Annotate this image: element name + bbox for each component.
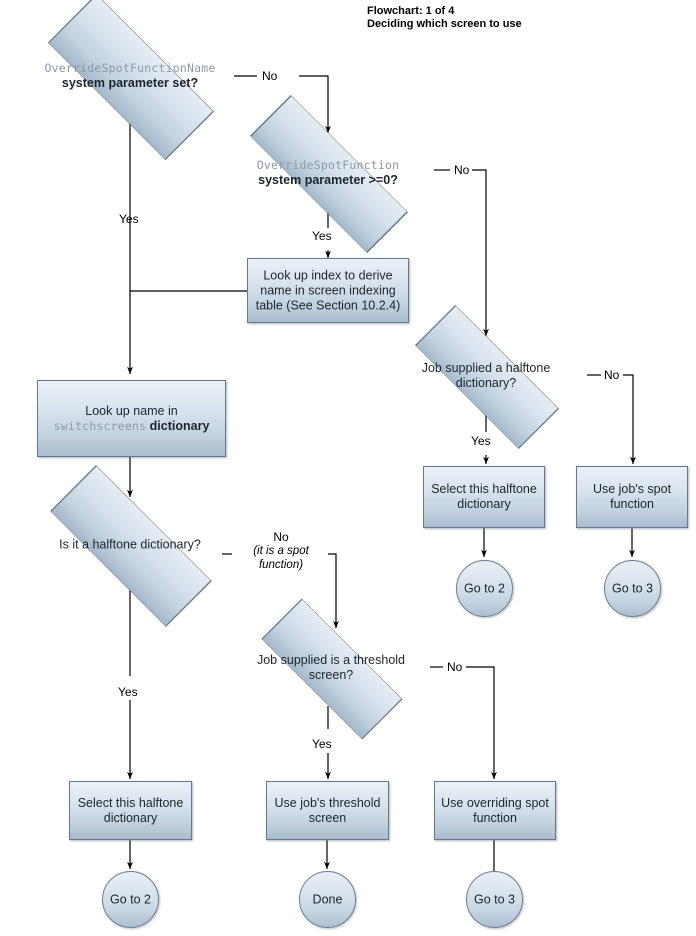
edge-label-d4-no-sub1: (it is a spot xyxy=(253,545,309,557)
edge-label-d5-yes: Yes xyxy=(312,737,332,751)
decision-override-spot-function-value[interactable]: OverrideSpotFunction system parameter >=… xyxy=(213,95,443,253)
edge-label-d3-no: No xyxy=(604,368,620,382)
terminator-label: Go to 2 xyxy=(110,892,151,906)
chart-title-line1: Flowchart: 1 of 4 xyxy=(367,5,455,17)
terminator-go-to-3-right[interactable]: Go to 3 xyxy=(604,560,661,617)
chart-title: Flowchart: 1 of 4 Deciding which screen … xyxy=(367,5,522,31)
decision-label: OverrideSpotFunctionName system paramete… xyxy=(14,61,246,91)
terminator-done[interactable]: Done xyxy=(299,871,356,928)
process-use-jobs-threshold-screen[interactable]: Use job's threshold screen xyxy=(266,781,389,840)
edge-label-d1-yes: Yes xyxy=(119,212,139,226)
edge-label-d4-no-sub2: function) xyxy=(258,559,304,571)
process-line2: switchscreens dictionary xyxy=(42,419,221,434)
process-line2: function xyxy=(610,497,654,511)
process-line2: dictionary xyxy=(457,497,511,511)
edge-label-d1-no: No xyxy=(262,69,278,83)
process-line1: Use job's spot xyxy=(592,482,672,496)
decision-label: Job supplied a halftone dictionary? xyxy=(384,361,588,391)
decision-mono-text: OverrideSpotFunctionName xyxy=(44,61,216,75)
terminator-go-to-2-bottom[interactable]: Go to 2 xyxy=(102,871,159,928)
edge-label-d2-yes: Yes xyxy=(312,229,332,243)
decision-label: OverrideSpotFunction system parameter >=… xyxy=(213,158,443,188)
process-use-overriding-spot-function[interactable]: Use overriding spot function xyxy=(434,781,556,840)
process-line3: table (See Section 10.2.4) xyxy=(255,298,401,312)
edge-label-d3-yes: Yes xyxy=(471,434,491,448)
edge-label-d2-no: No xyxy=(454,163,470,177)
process-look-up-name-switchscreens[interactable]: Look up name in switchscreens dictionary xyxy=(37,380,226,457)
process-select-this-halftone-dictionary-right[interactable]: Select this halftone dictionary xyxy=(423,466,545,528)
terminator-label: Go to 3 xyxy=(612,581,653,595)
decision-main-text: system parameter >=0? xyxy=(258,173,398,187)
process-label: Select this halftone dictionary xyxy=(424,482,544,512)
chart-title-line2: Deciding which screen to use xyxy=(367,18,522,30)
decision-main-text: system parameter set? xyxy=(61,76,199,90)
process-label: Use job's threshold screen xyxy=(267,796,388,826)
process-line1: Look up index to derive xyxy=(263,268,393,282)
terminator-go-to-3-bottom[interactable]: Go to 3 xyxy=(466,871,523,928)
terminator-label: Go to 2 xyxy=(464,581,505,595)
process-line1: Select this halftone xyxy=(77,795,184,810)
process-line1: Look up name in xyxy=(85,403,178,418)
edge-label-d4-no-main: No xyxy=(273,530,289,544)
decision-line1: Job supplied is a threshold xyxy=(256,652,405,667)
terminator-go-to-2-right[interactable]: Go to 2 xyxy=(456,560,513,617)
process-label: Select this halftone dictionary xyxy=(70,796,191,826)
decision-label: Is it a halftone dictionary? xyxy=(59,537,201,552)
edge-label-d4-yes: Yes xyxy=(118,685,138,699)
terminator-label: Done xyxy=(312,892,343,906)
decision-is-it-a-halftone-dictionary[interactable]: Is it a halftone dictionary? xyxy=(16,465,244,627)
edge-d5-no-2 xyxy=(466,666,497,780)
edge-d3-no-2 xyxy=(623,374,636,465)
decision-line1: Job supplied a halftone xyxy=(421,360,551,375)
decision-mono-text: OverrideSpotFunction xyxy=(256,158,400,172)
process-label: Use job's spot function xyxy=(577,482,687,512)
decision-job-supplied-halftone-dictionary[interactable]: Job supplied a halftone dictionary? xyxy=(384,304,588,449)
decision-line2: dictionary? xyxy=(455,375,517,390)
process-label: Use overriding spot function xyxy=(435,796,555,826)
process-label: Look up name in switchscreens dictionary xyxy=(38,404,225,434)
process-line1: Use job's threshold xyxy=(274,795,381,810)
process-line2: screen xyxy=(308,810,347,825)
process-line2: name in screen indexing xyxy=(260,283,396,297)
decision-label: Job supplied is a threshold screen? xyxy=(232,653,430,683)
decision-line2: screen? xyxy=(308,667,354,682)
decision-job-supplied-is-threshold-screen[interactable]: Job supplied is a threshold screen? xyxy=(232,597,430,740)
process-line2: dictionary xyxy=(103,810,158,825)
decision-override-spot-function-name[interactable]: OverrideSpotFunctionName system paramete… xyxy=(14,0,246,161)
process-line2-tail: dictionary xyxy=(149,418,210,433)
terminator-label: Go to 3 xyxy=(474,892,515,906)
process-look-up-index[interactable]: Look up index to derive name in screen i… xyxy=(247,258,409,323)
process-line2: function xyxy=(473,810,517,825)
process-use-jobs-spot-function[interactable]: Use job's spot function xyxy=(576,466,688,528)
edge-d2-no-2 xyxy=(472,169,489,337)
edge-label-d5-no: No xyxy=(447,660,463,674)
process-label: Look up index to derive name in screen i… xyxy=(248,268,408,313)
process-select-this-halftone-dictionary-bottom[interactable]: Select this halftone dictionary xyxy=(69,781,192,840)
process-line1: Use overriding spot xyxy=(441,795,549,810)
process-line1: Select this halftone xyxy=(431,482,537,496)
edge-label-d4-no: No (it is a spot function) xyxy=(234,530,328,572)
process-mono-text: switchscreens xyxy=(53,418,147,433)
edge-d4-no-2 xyxy=(328,553,339,629)
